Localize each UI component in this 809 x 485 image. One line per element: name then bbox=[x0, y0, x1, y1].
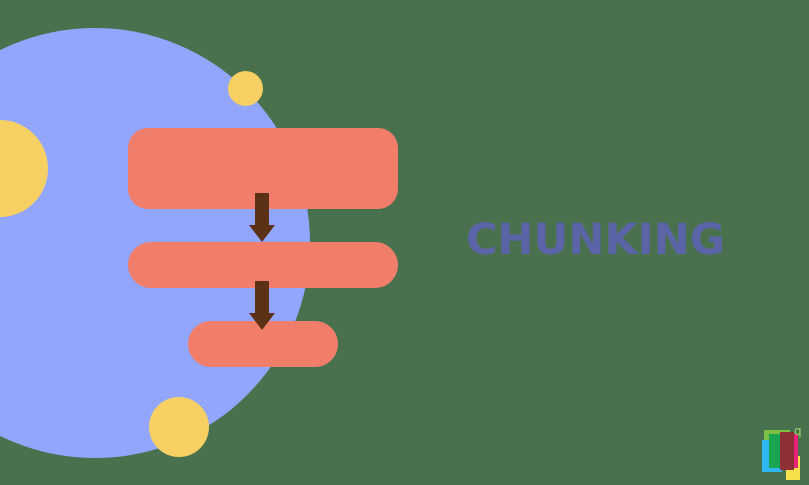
svg-text:q: q bbox=[794, 424, 802, 438]
accent-dot-top bbox=[228, 71, 263, 106]
accent-dot-bottom bbox=[149, 397, 209, 457]
book-stack-logo-icon: q bbox=[762, 424, 802, 480]
arrow-down-icon bbox=[249, 193, 275, 242]
page-title: CHUNKING bbox=[466, 215, 726, 265]
arrow-down-icon bbox=[249, 281, 275, 330]
chunk-box-medium bbox=[128, 242, 398, 288]
